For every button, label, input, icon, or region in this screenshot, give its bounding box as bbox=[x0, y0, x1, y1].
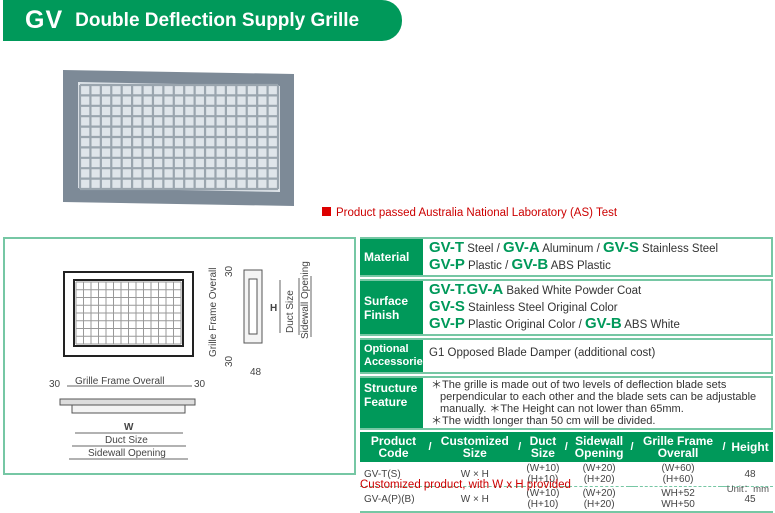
red-square-icon bbox=[322, 207, 331, 216]
svg-text:Duct Size: Duct Size bbox=[105, 435, 148, 446]
svg-text:Duct Size: Duct Size bbox=[285, 290, 296, 333]
dimension-drawing-panel: Grille Frame Overall 30 30 W Duct Size S… bbox=[3, 237, 356, 475]
footnote: Customized product, with W x H provided bbox=[360, 479, 571, 491]
svg-text:Grille Frame Overall: Grille Frame Overall bbox=[208, 268, 219, 357]
title-banner: GV Double Deflection Supply Grille bbox=[3, 0, 402, 41]
svg-text:30: 30 bbox=[224, 355, 235, 367]
grille-photo bbox=[63, 70, 294, 206]
svg-text:30: 30 bbox=[224, 265, 235, 277]
dimension-drawing: Grille Frame Overall 30 30 W Duct Size S… bbox=[49, 261, 312, 460]
spec-panel: Material GV-T Steel / GV-A Aluminum / GV… bbox=[360, 237, 773, 513]
material-row: Material GV-T Steel / GV-A Aluminum / GV… bbox=[360, 237, 773, 277]
svg-text:30: 30 bbox=[49, 379, 61, 390]
svg-text:30: 30 bbox=[194, 379, 206, 390]
frame-overall-label: Grille Frame Overall bbox=[75, 376, 164, 387]
product-code: GV bbox=[25, 6, 64, 34]
unit-label: Unit：mm bbox=[726, 484, 769, 495]
page-title: Double Deflection Supply Grille bbox=[75, 9, 360, 31]
svg-text:Sidewall Opening: Sidewall Opening bbox=[300, 261, 311, 339]
table-row: GV-T(S)W × H (W+10)(H+10) (W+20)(H+20) (… bbox=[360, 462, 773, 487]
svg-text:W: W bbox=[124, 422, 134, 433]
svg-text:48: 48 bbox=[250, 367, 262, 378]
svg-text:Sidewall Opening: Sidewall Opening bbox=[88, 448, 166, 459]
svg-text:H: H bbox=[270, 303, 277, 314]
certification-note: Product passed Australia National Labora… bbox=[322, 207, 617, 219]
